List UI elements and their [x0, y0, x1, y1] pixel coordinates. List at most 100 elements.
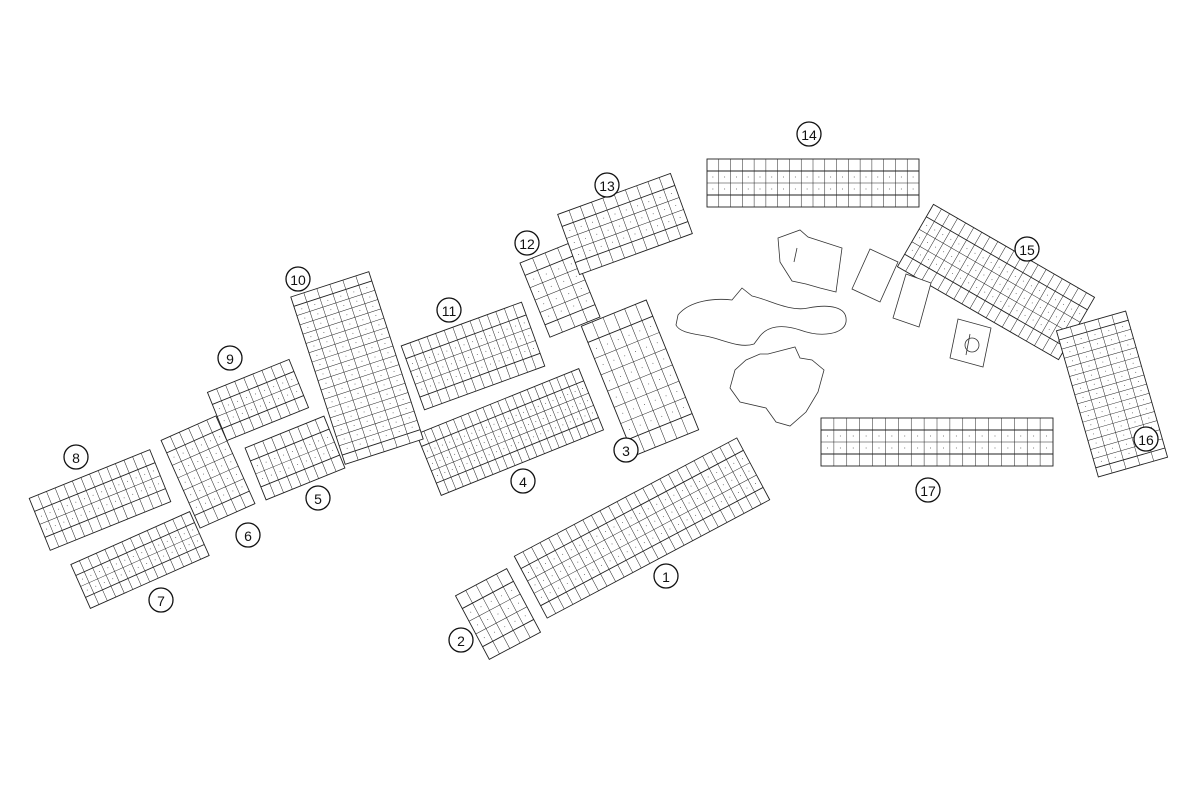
lot-mark	[115, 500, 116, 502]
lot-mark	[620, 375, 621, 377]
lot-mark	[542, 418, 544, 420]
tennis-court-1[interactable]	[851, 248, 899, 303]
unit-divider	[452, 327, 477, 392]
block-marker-1[interactable]: 1	[653, 563, 679, 589]
unit-block-7[interactable]	[70, 511, 210, 609]
unit-block-9[interactable]	[206, 358, 310, 442]
lot-mark	[1033, 435, 1035, 437]
lot-mark	[1080, 338, 1082, 340]
lot-mark	[188, 544, 190, 546]
block-marker-14[interactable]: 14	[796, 121, 822, 147]
block-marker-3[interactable]: 3	[613, 437, 639, 463]
lot-mark	[523, 411, 524, 413]
unit-divider	[418, 339, 442, 404]
tennis-court-2[interactable]	[892, 273, 932, 328]
unit-block-11[interactable]	[400, 301, 546, 411]
lot-mark	[432, 462, 434, 464]
unit-divider	[548, 537, 582, 600]
lot-mark	[496, 451, 497, 453]
lot-mark	[839, 435, 841, 437]
unit-divider	[188, 428, 228, 516]
swimming-pool[interactable]	[675, 287, 847, 346]
lot-mark	[587, 540, 589, 542]
block-marker-5[interactable]: 5	[305, 485, 331, 511]
lot-mark	[81, 578, 83, 580]
plot-band-divider	[421, 380, 584, 447]
unit-block-1[interactable]	[513, 437, 771, 619]
lot-mark	[154, 559, 156, 561]
unit-block-10[interactable]	[290, 271, 424, 465]
lot-mark	[140, 490, 142, 492]
block-marker-16[interactable]: 16	[1133, 426, 1159, 452]
lot-mark	[635, 546, 637, 548]
lot-mark	[514, 620, 516, 622]
lot-mark	[282, 382, 284, 384]
block-marker-9[interactable]: 9	[217, 345, 243, 371]
block-marker-7[interactable]: 7	[148, 587, 174, 613]
block-marker-11[interactable]: 11	[436, 297, 462, 323]
plot-band-divider	[539, 292, 591, 313]
lot-mark	[671, 511, 673, 513]
unit-divider	[608, 506, 642, 569]
unit-block-5[interactable]	[244, 415, 346, 501]
lot-mark	[650, 420, 652, 422]
lot-mark	[613, 526, 615, 528]
lot-mark	[408, 417, 410, 419]
unit-block-4[interactable]	[415, 368, 605, 496]
lot-mark	[759, 188, 761, 190]
svg-text:16: 16	[1138, 432, 1154, 448]
lot-mark	[323, 332, 325, 333]
block-marker-12[interactable]: 12	[514, 230, 540, 256]
lot-mark	[1046, 447, 1048, 449]
lot-mark	[605, 531, 606, 533]
lot-mark	[347, 406, 349, 408]
lot-mark	[628, 334, 630, 336]
unit-block-3[interactable]	[580, 299, 700, 457]
block-marker-6[interactable]: 6	[235, 522, 261, 548]
lot-mark	[291, 451, 293, 452]
block-marker-15[interactable]: 15	[1014, 236, 1040, 262]
lot-mark	[729, 496, 731, 498]
unit-divider	[1034, 283, 1071, 346]
unit-block-6[interactable]	[160, 415, 256, 529]
lot-mark	[575, 275, 577, 277]
unit-block-2[interactable]	[454, 567, 542, 661]
lot-mark	[676, 390, 678, 392]
block-marker-2[interactable]: 2	[448, 627, 474, 653]
block-marker-10[interactable]: 10	[285, 266, 311, 292]
lot-mark	[567, 393, 569, 395]
lot-mark	[379, 416, 381, 418]
block-marker-8[interactable]: 8	[63, 444, 89, 470]
restaurant-building[interactable]	[729, 346, 825, 427]
block-marker-13[interactable]: 13	[594, 172, 620, 198]
lot-mark	[326, 436, 328, 438]
lot-mark	[654, 399, 656, 401]
clubhouse-building[interactable]	[777, 229, 843, 293]
lot-mark	[442, 366, 444, 368]
lot-mark	[919, 254, 921, 256]
lot-mark	[353, 425, 355, 426]
lot-mark	[411, 426, 413, 428]
unit-divider	[668, 474, 702, 537]
unit-divider	[961, 241, 999, 305]
lot-mark	[314, 304, 316, 306]
unit-divider	[658, 177, 682, 238]
lot-mark	[149, 486, 151, 488]
unit-block-17[interactable]	[820, 417, 1054, 467]
lot-mark	[830, 176, 832, 178]
unit-block-13[interactable]	[557, 172, 693, 276]
unit-block-16[interactable]	[1055, 310, 1169, 478]
block-marker-4[interactable]: 4	[510, 468, 536, 494]
lot-mark	[612, 241, 613, 243]
unit-block-14[interactable]	[706, 158, 920, 208]
lot-mark	[735, 188, 737, 190]
lot-mark	[338, 378, 340, 380]
unit-block-8[interactable]	[28, 449, 172, 551]
block-marker-17[interactable]: 17	[915, 477, 941, 503]
unit-block-12[interactable]	[519, 242, 601, 338]
lot-mark	[226, 477, 228, 479]
lot-mark	[1143, 399, 1145, 401]
lot-mark	[1055, 316, 1057, 318]
plot-band-divider	[524, 254, 576, 276]
unit-block-15[interactable]	[896, 203, 1096, 361]
